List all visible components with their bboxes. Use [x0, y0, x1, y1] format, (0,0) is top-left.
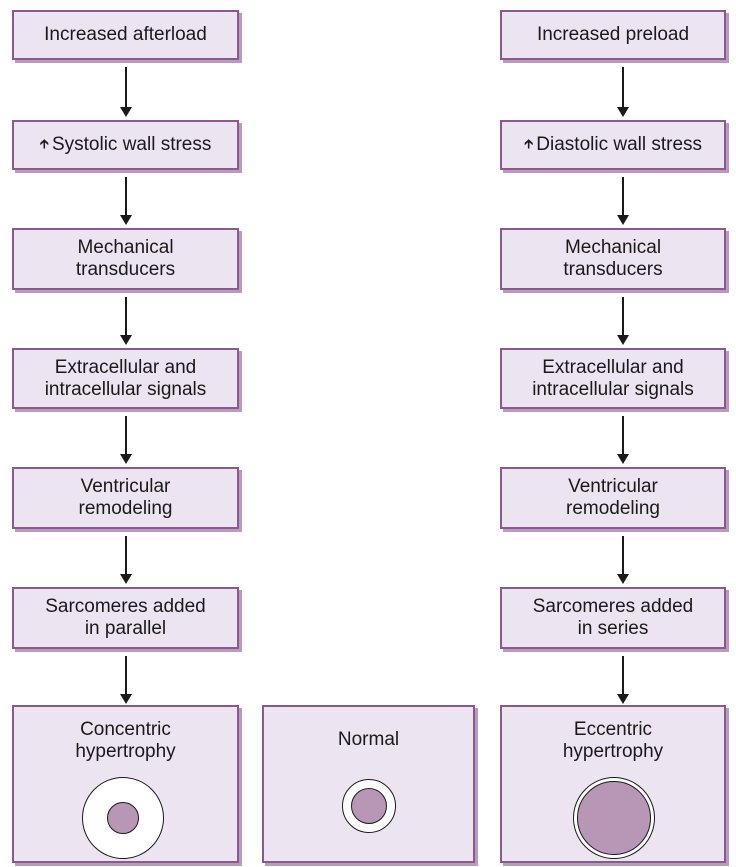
chamber-cavity	[351, 788, 387, 824]
up-arrow-icon: 🡱	[523, 136, 534, 151]
flow-arrow	[120, 177, 132, 225]
right-step-transducers: Mechanical transducers	[500, 228, 726, 290]
flow-arrow	[120, 536, 132, 584]
eccentric-hypertrophy-panel: Eccentric hypertrophy	[500, 705, 726, 863]
right-step-label: Increased preload	[536, 24, 690, 45]
flow-arrow	[120, 416, 132, 464]
left-step-sarcomeres: Sarcomeres added in parallel	[12, 587, 239, 649]
right-step-signals: Extracellular and intracellular signals	[500, 348, 726, 409]
left-step-signals: Extracellular and intracellular signals	[12, 348, 239, 409]
flow-arrow	[617, 297, 629, 345]
right-step-label: Sarcomeres added in series	[532, 596, 694, 639]
flow-arrow	[120, 656, 132, 704]
left-step-afterload: Increased afterload	[12, 10, 239, 60]
left-step-label: Mechanical transducers	[75, 237, 176, 280]
chamber-cavity	[107, 802, 139, 834]
left-step-label: Sarcomeres added in parallel	[45, 596, 206, 639]
outcome-label: Concentric hypertrophy	[75, 719, 176, 762]
right-step-label: Ventricular remodeling	[566, 476, 660, 519]
flow-arrow	[617, 177, 629, 225]
right-step-preload: Increased preload	[500, 10, 726, 60]
right-step-label: Extracellular and intracellular signals	[532, 356, 694, 400]
right-step-diastolic-stress: 🡱Diastolic wall stress	[500, 120, 726, 170]
concentric-hypertrophy-panel: Concentric hypertrophy	[12, 705, 239, 863]
flow-arrow	[617, 656, 629, 704]
outcome-label: Normal	[337, 729, 400, 750]
flow-arrow	[617, 536, 629, 584]
left-step-label: Ventricular remodeling	[78, 476, 173, 519]
right-step-label: Diastolic wall stress	[536, 134, 703, 155]
right-step-sarcomeres: Sarcomeres added in series	[500, 587, 726, 649]
left-step-label: Systolic wall stress	[51, 134, 212, 155]
right-step-remodeling: Ventricular remodeling	[500, 467, 726, 529]
left-step-transducers: Mechanical transducers	[12, 228, 239, 290]
chamber-cavity	[577, 781, 651, 855]
up-arrow-icon: 🡱	[39, 136, 49, 151]
right-step-label: Mechanical transducers	[563, 237, 663, 280]
normal-panel: Normal	[262, 705, 475, 863]
left-step-label: Extracellular and intracellular signals	[44, 356, 207, 400]
flow-arrow	[617, 67, 629, 117]
left-step-label: Increased afterload	[44, 24, 207, 45]
outcome-label: Eccentric hypertrophy	[562, 719, 664, 762]
left-step-systolic-stress: 🡱Systolic wall stress	[12, 120, 239, 170]
flow-arrow	[120, 297, 132, 345]
flow-arrow	[617, 416, 629, 464]
left-step-remodeling: Ventricular remodeling	[12, 467, 239, 529]
flow-arrow	[120, 67, 132, 117]
